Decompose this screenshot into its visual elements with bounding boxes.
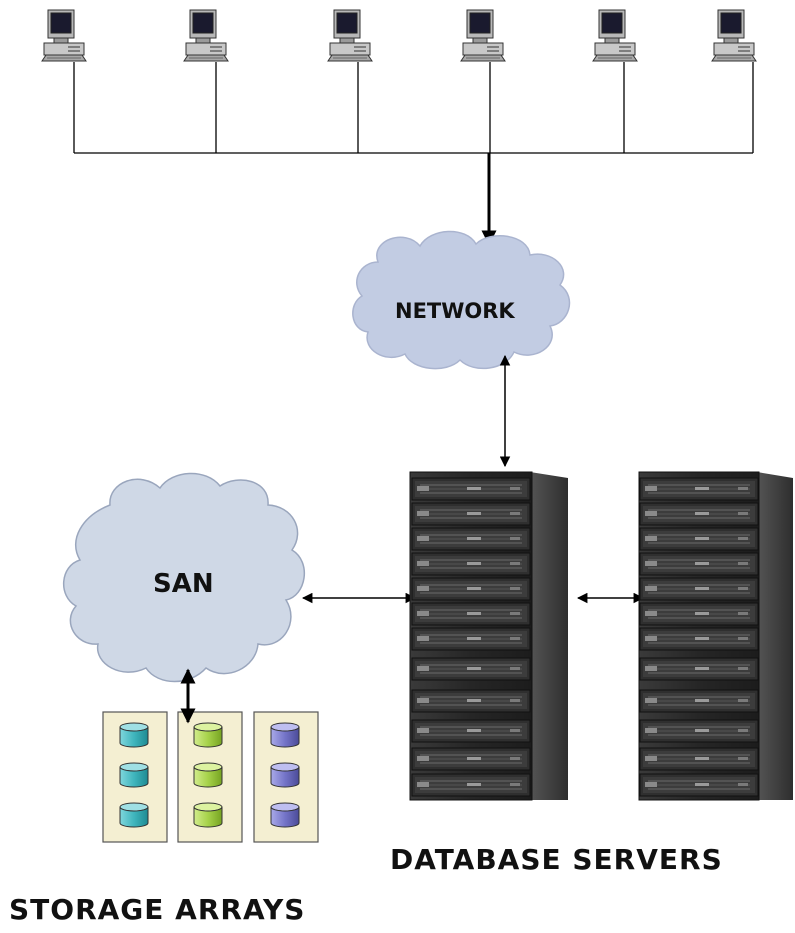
storage-array xyxy=(253,711,319,843)
network-cloud-icon xyxy=(352,230,571,370)
workstation-icon xyxy=(41,9,87,62)
workstation-icon xyxy=(460,9,506,62)
workstation-icon xyxy=(711,9,757,62)
workstation-icon xyxy=(327,9,373,62)
workstation-icon xyxy=(592,9,638,62)
database-servers-label: DATABASE SERVERS xyxy=(390,843,723,876)
san-label: SAN xyxy=(153,569,214,599)
storage-array xyxy=(102,711,168,843)
server-rack-icon xyxy=(638,471,793,801)
san-cloud-icon xyxy=(62,472,306,683)
network-bus xyxy=(73,62,754,154)
storage-array xyxy=(177,711,243,843)
network-label: NETWORK xyxy=(395,299,515,323)
storage-arrays-label: STORAGE ARRAYS xyxy=(9,893,306,926)
workstation-icon xyxy=(183,9,229,62)
server-rack-icon xyxy=(409,471,568,801)
